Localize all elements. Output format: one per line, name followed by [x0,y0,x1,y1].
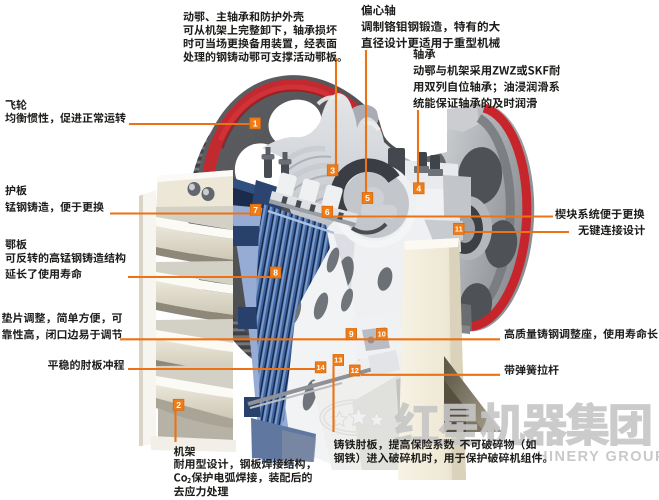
svg-text:8: 8 [273,268,278,278]
svg-text:1: 1 [253,118,258,128]
svg-text:4: 4 [416,183,421,193]
svg-text:9: 9 [349,329,354,339]
svg-text:13: 13 [334,356,342,365]
svg-text:2: 2 [176,400,181,410]
svg-text:5: 5 [365,193,370,203]
svg-text:10: 10 [378,330,386,339]
svg-text:14: 14 [316,363,325,372]
svg-text:11: 11 [455,225,463,234]
svg-text:HINERY GROUP: HINERY GROUP [537,449,659,465]
svg-text:6: 6 [325,207,330,217]
svg-text:7: 7 [253,205,258,215]
svg-text:3: 3 [330,165,335,175]
svg-text:12: 12 [351,366,359,375]
